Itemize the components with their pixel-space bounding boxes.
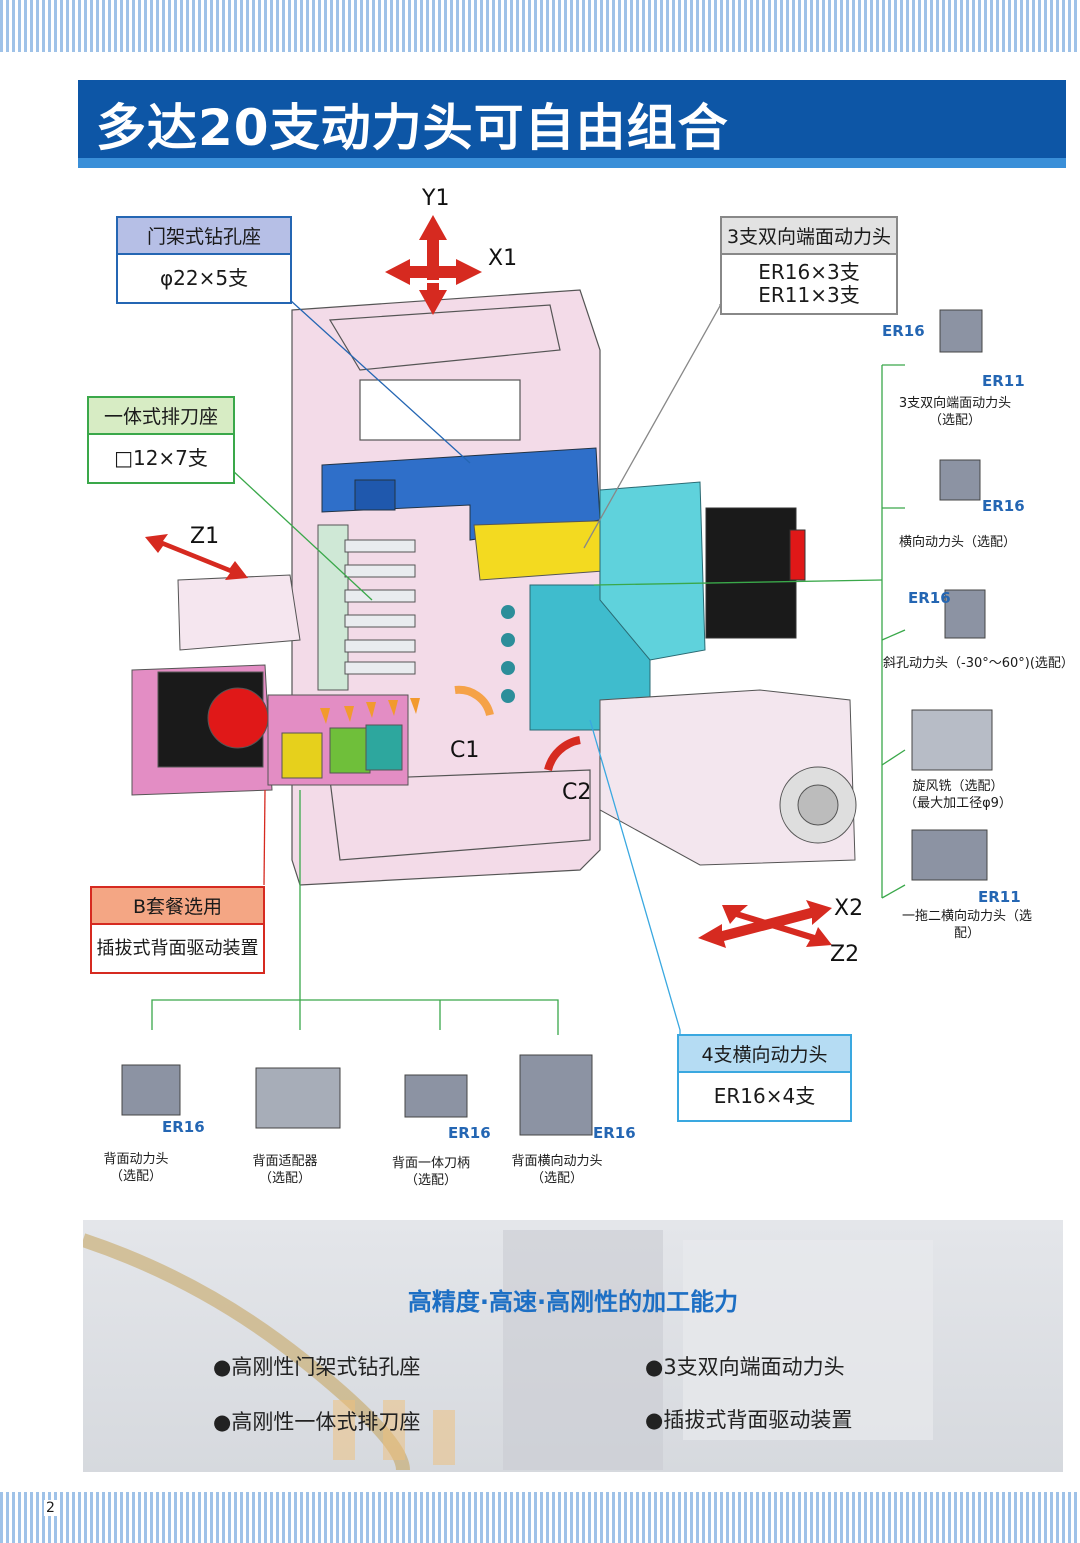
back-drive-units [281,724,403,779]
title-bar: 多达20支动力头可自由组合 [78,80,1066,168]
er-label: ER11 [982,372,1025,390]
leader-lines [151,299,906,1040]
panel-title: 高精度·高速·高刚性的加工能力 [407,1288,739,1316]
option-caption: 3支双向端面动力头 （选配） [898,396,1012,428]
gang-tool-plate [317,524,416,691]
gang-callout: 一体式排刀座 □12×7支 [87,396,235,484]
top-stripe-band [0,0,1080,52]
feature-panel: 高精度·高速·高刚性的加工能力 ●高刚性门架式钻孔座 ●3支双向端面动力头 ●高… [83,1220,1063,1472]
package-b-callout: B套餐选用 插拔式背面驱动装置 [90,886,265,974]
option-caption: 旋风铣（选配） （最大加工径φ9） [904,779,1012,811]
drive-motor [705,507,806,639]
coolant-nozzles [320,698,420,724]
axis-arrows [145,215,832,948]
option-caption: 斜孔动力头（-30°～60°)(选配） [883,656,1074,671]
panel-background-machine [83,1230,933,1471]
page-number: 2 [44,1500,57,1516]
feature-bullet: ●插拔式背面驱动装置 [645,1408,853,1432]
option-caption: 一拖二横向动力头（选配） [901,909,1032,941]
main-spindle-unit [599,689,857,866]
option-caption: 背面动力头 （选配） [103,1152,169,1184]
bottom-stripe-band [0,1492,1080,1543]
option-thumbnails [121,309,993,1136]
page-title: 多达20支动力头可自由组合 [96,99,729,157]
axis-y1: Y1 [422,186,450,211]
er-label: ER16 [162,1118,205,1136]
gantry-drill-block [321,447,601,541]
option-caption: 背面一体刀柄 （选配） [391,1156,470,1188]
er-label: ER16 [448,1124,491,1142]
axis-x1: X1 [488,246,518,271]
axis-c1: C1 [450,738,480,763]
face3-callout: 3支双向端面动力头 ER16×3支 ER11×3支 [720,216,898,315]
er-label: ER16 [593,1124,636,1142]
feature-bullet: ●高刚性一体式排刀座 [213,1410,421,1434]
axis-z1: Z1 [190,524,220,549]
tool-holders-cross [501,605,515,703]
er-label: ER16 [982,497,1025,515]
option-caption: 背面适配器 （选配） [252,1154,318,1186]
gantry-callout: 门架式钻孔座 φ22×5支 [116,216,292,304]
gantry-frame [291,289,601,886]
cross4-callout: 4支横向动力头 ER16×4支 [677,1034,852,1122]
option-caption: 横向动力头（选配） [898,535,1016,550]
er-label: ER16 [882,322,925,340]
feature-bullet: ●高刚性门架式钻孔座 [213,1355,421,1379]
machine-illustration [121,215,993,1136]
axis-x2: X2 [834,896,864,921]
axis-c2: C2 [562,780,592,805]
feature-bullet: ●3支双向端面动力头 [645,1355,845,1379]
er-label: ER11 [978,888,1021,906]
axis-z2: Z2 [830,942,860,967]
option-caption: 背面横向动力头 （选配） [511,1154,603,1186]
er-label: ER16 [908,589,951,607]
